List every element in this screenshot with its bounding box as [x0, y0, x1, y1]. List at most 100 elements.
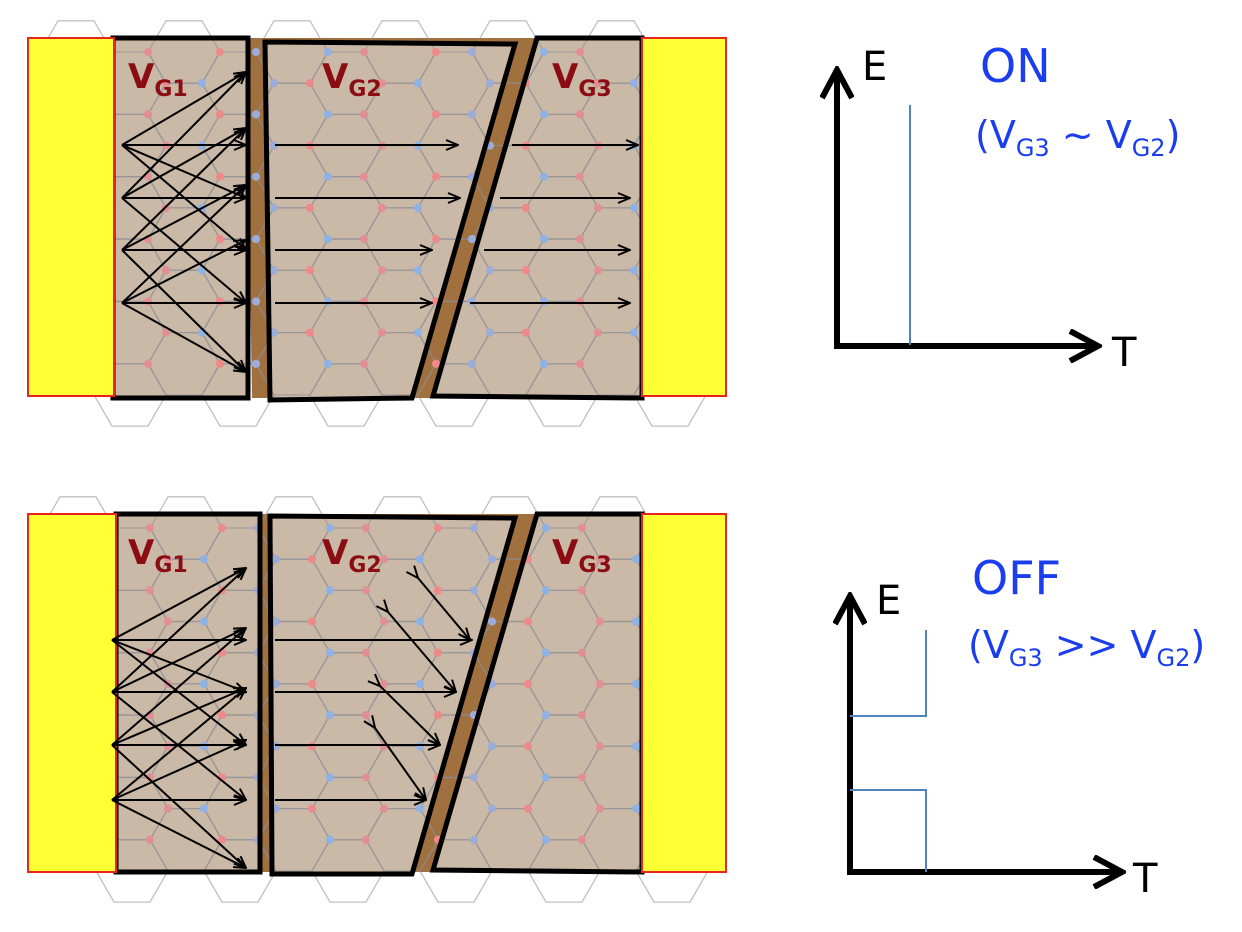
transmission-plot-on: E T ON (VG3 ~ VG2) — [834, 39, 1180, 376]
lattice-atom — [362, 524, 370, 532]
lattice-atom — [252, 297, 260, 306]
lattice-atom — [360, 110, 368, 119]
lattice-atom — [216, 359, 224, 368]
lattice-atom — [308, 679, 316, 688]
lattice-atom — [488, 804, 496, 813]
lattice-atom — [378, 328, 386, 337]
lattice-atom — [432, 359, 440, 368]
lattice-atom — [378, 203, 386, 212]
lattice-atom — [414, 266, 422, 275]
left-contact — [27, 37, 115, 397]
lattice-atom — [272, 555, 280, 564]
lattice-atom — [218, 835, 226, 844]
right-contact — [641, 513, 727, 873]
state-label-off: OFF — [972, 551, 1061, 605]
lattice-atom — [164, 804, 172, 813]
lattice-atom — [578, 524, 586, 532]
lattice-atom — [144, 297, 152, 306]
lattice-atom — [306, 328, 314, 337]
lattice-atom — [542, 648, 550, 657]
lattice-atom — [162, 79, 170, 88]
trajectory-arrow — [388, 612, 456, 692]
lattice-atom — [326, 711, 334, 720]
lattice-atom — [434, 711, 442, 720]
lattice-atom — [416, 742, 424, 751]
condition-label-on: (VG3 ~ VG2) — [975, 113, 1180, 162]
lattice-atom — [146, 586, 154, 595]
lattice-atom — [272, 617, 280, 626]
trajectory-arrow — [121, 128, 246, 199]
lattice-atom — [434, 524, 442, 532]
lattice-atom — [594, 266, 602, 275]
lattice-atom — [362, 835, 370, 844]
trajectory-arrow — [375, 728, 426, 800]
transmission-curve-upper — [850, 630, 927, 717]
lattice-atom — [252, 359, 260, 368]
transmission-curve-lower — [850, 789, 927, 872]
lattice-atom — [216, 172, 224, 181]
gate-label-g1: VG1 — [128, 533, 188, 578]
trajectory-arrow — [121, 72, 246, 199]
lattice-atom — [378, 266, 386, 275]
lattice-atom — [542, 835, 550, 844]
lattice-atom — [326, 835, 334, 844]
lattice-atom — [324, 235, 332, 244]
lattice-atom — [272, 679, 280, 688]
trajectory-arrow — [111, 744, 246, 868]
lattice-atom — [524, 742, 532, 751]
gate-label-g2: VG2 — [322, 533, 382, 578]
lattice-atom — [326, 586, 334, 595]
axis-label-t: T — [1111, 330, 1137, 376]
lattice-atom — [540, 359, 548, 368]
lattice-atom — [468, 297, 476, 306]
lattice-atom — [216, 110, 224, 119]
right-contact — [641, 37, 727, 397]
lattice-atom — [468, 110, 476, 119]
lattice-atom — [522, 266, 530, 275]
lattice-atom — [362, 711, 370, 720]
lattice-atom — [632, 742, 640, 751]
trajectory-arrow — [121, 144, 246, 198]
lattice-atom — [488, 555, 496, 564]
lattice-atom — [252, 110, 260, 119]
lattice-atom — [416, 617, 424, 626]
region-g1 — [113, 38, 248, 398]
lattice-atom — [596, 742, 604, 751]
lattice-atom — [362, 773, 370, 782]
trajectory-arrow — [111, 688, 246, 746]
gate-label-g1: VG1 — [128, 57, 188, 102]
lattice-atom — [432, 235, 440, 244]
lattice-atom — [308, 555, 316, 564]
lattice-atom — [540, 48, 548, 56]
lattice-atom — [324, 48, 332, 56]
lattice-atom — [306, 79, 314, 88]
trajectory-arrow — [121, 128, 246, 251]
lattice-atom — [468, 235, 476, 244]
lattice-atom — [486, 79, 494, 88]
lattice-atom — [576, 110, 584, 119]
lattice-atom — [596, 617, 604, 626]
lattice-atom — [522, 328, 530, 337]
lattice-atom — [146, 524, 154, 532]
lattice-atom — [324, 359, 332, 368]
lattice-atom — [200, 742, 208, 751]
lattice-atom — [630, 79, 638, 88]
lattice-atom — [378, 79, 386, 88]
lattice-atom — [380, 555, 388, 564]
lattice-atom — [324, 172, 332, 181]
lattice-atom — [360, 48, 368, 56]
lattice-atom — [218, 524, 226, 532]
lattice-atom — [486, 328, 494, 337]
lattice-atom — [542, 586, 550, 595]
lattice-atom — [578, 586, 586, 595]
lattice-atom — [200, 617, 208, 626]
lattice-atom — [326, 524, 334, 532]
lattice-atom — [360, 297, 368, 306]
lattice-atom — [306, 203, 314, 212]
lattice-atom — [540, 110, 548, 119]
lattice-atom — [252, 235, 260, 244]
lattice-atom — [360, 235, 368, 244]
axis-label-e: E — [862, 44, 887, 90]
lattice-atom — [252, 172, 260, 181]
lattice-atom — [380, 617, 388, 626]
